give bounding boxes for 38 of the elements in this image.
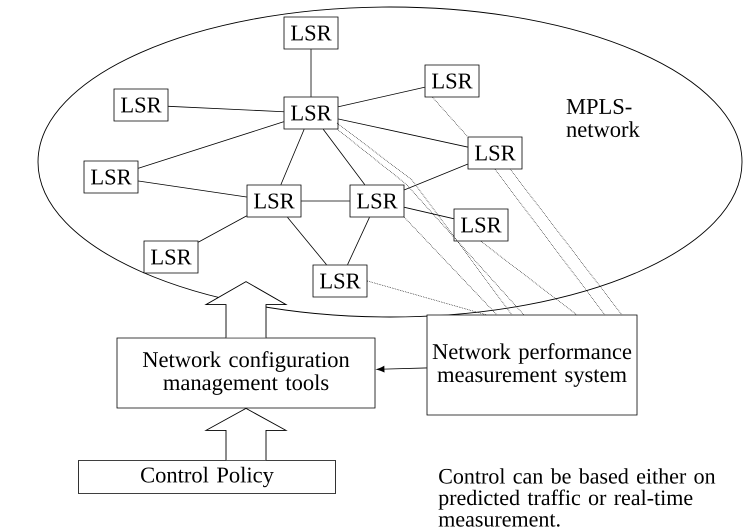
measurement-line	[404, 217, 498, 316]
block-arrow	[204, 408, 288, 461]
router-box: LSR	[350, 184, 404, 218]
process-box: Control Policy	[78, 460, 336, 494]
link-line	[347, 217, 370, 265]
measurement-line	[480, 241, 578, 316]
router-box: LSR	[312, 264, 368, 298]
router-box: LSR	[114, 88, 168, 122]
router-box: LSR	[468, 136, 522, 170]
measurement-line	[494, 169, 606, 316]
link-line	[301, 200, 350, 202]
router-box: LSR	[424, 64, 480, 98]
block-arrow	[204, 281, 288, 338]
link-line	[280, 129, 304, 185]
link-line	[404, 164, 468, 190]
link-line	[198, 215, 247, 243]
measurement-line	[432, 97, 468, 137]
link-line	[287, 217, 327, 265]
measurement-line	[510, 168, 622, 316]
link-line	[138, 121, 284, 169]
router-box: LSR	[284, 16, 338, 50]
router-box: LSR	[84, 160, 138, 194]
link-line	[338, 86, 425, 108]
router-box: LSR	[144, 240, 198, 274]
router-box: LSR	[246, 184, 302, 218]
arrow	[376, 366, 427, 372]
router-box: LSR	[454, 208, 508, 242]
measurement-line	[367, 280, 488, 316]
router-box: LSR	[284, 96, 338, 130]
link-line	[310, 49, 312, 97]
link-line	[322, 129, 366, 185]
process-box: Network performance measurement system	[426, 314, 638, 416]
link-line	[338, 118, 468, 148]
note-text: Control can be based either on predicted traffic or real-time measurement.	[438, 468, 716, 527]
process-box: Network configuration management tools	[116, 338, 376, 408]
link-line	[404, 206, 454, 220]
link-line	[168, 106, 284, 112]
link-line	[138, 180, 247, 198]
